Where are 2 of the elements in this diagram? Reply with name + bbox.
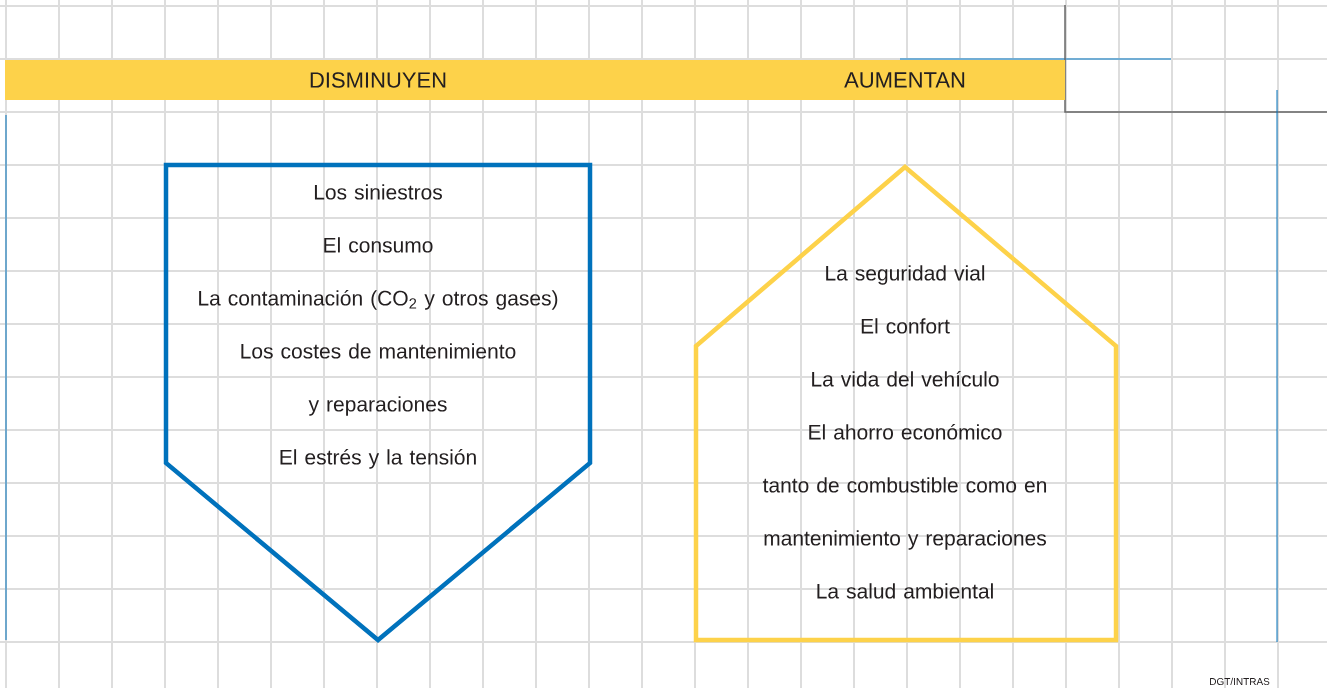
header-band: DISMINUYEN AUMENTAN xyxy=(5,60,1065,100)
source-note: DGT/INTRAS xyxy=(1210,677,1270,686)
